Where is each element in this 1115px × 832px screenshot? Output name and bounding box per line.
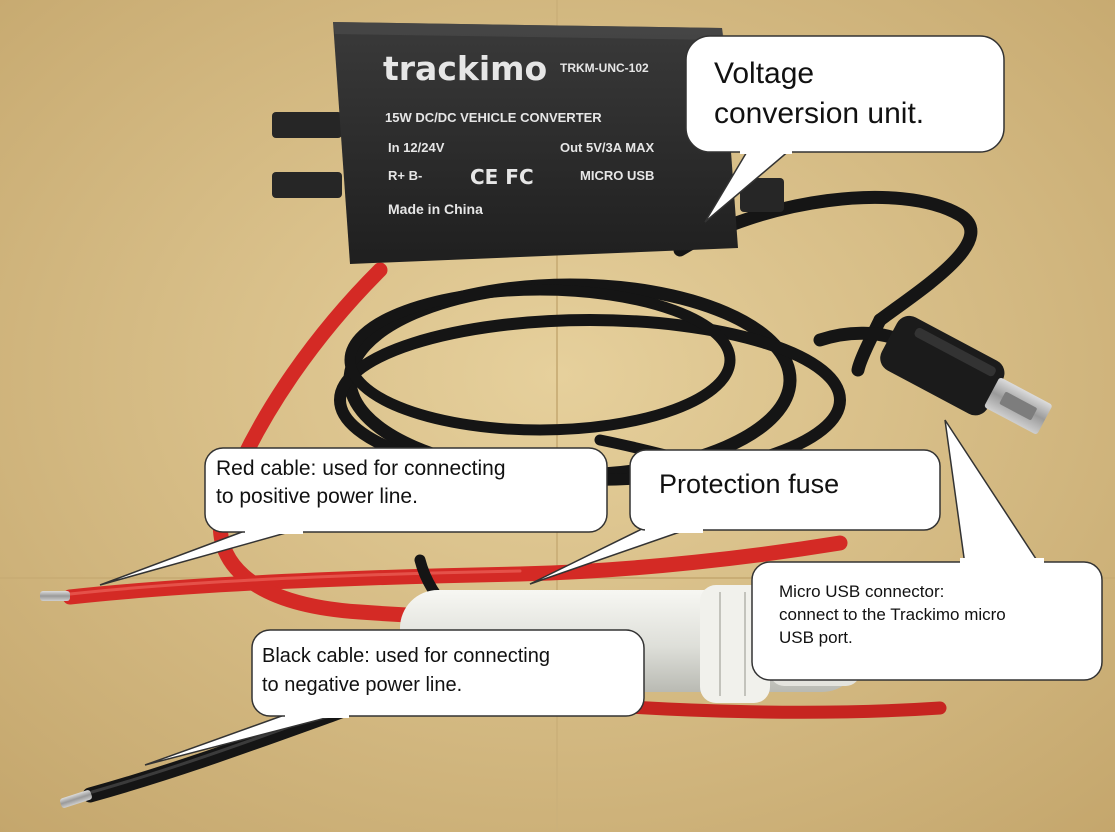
certification-marks: CE FC [470,165,534,189]
black-wire-tip [60,790,92,808]
callout-voltage-bubble [685,35,1005,223]
converter-body [333,22,738,264]
callout-fuse-line1: Protection fuse [659,469,840,499]
callout-fuse-bubble [529,449,941,585]
callout-red-line1: Red cable: used for connecting [216,457,506,480]
model-number: TRKM-UNC-102 [560,61,649,75]
callout-usb-line1: Micro USB connector: [779,582,945,601]
output-type-label: MICRO USB [580,168,654,183]
product-line-label: 15W DC/DC VEHICLE CONVERTER [385,110,602,125]
converter-unit: trackimo TRKM-UNC-102 15W DC/DC VEHICLE … [272,22,784,264]
callout-voltage-line1: Voltage [714,57,815,90]
callout-fuse-text: Protection fuse [659,466,839,502]
callout-black-text: Black cable: used for connecting to nega… [262,642,550,700]
callout-usb-text: Micro USB connector: connect to the Trac… [779,580,1006,649]
callout-usb-line3: USB port. [779,628,853,647]
callout-red-bubble [99,447,608,586]
input-spec: In 12/24V [388,140,445,155]
callout-voltage-line2: conversion unit. [714,97,925,130]
mounting-tab-right [740,178,784,212]
callout-black-bubble [144,629,645,766]
callout-usb-line2: connect to the Trackimo micro [779,605,1006,624]
callout-usb-bubble [751,419,1103,681]
callout-voltage-text: Voltage conversion unit. [714,54,924,134]
red-wire-tip [40,591,70,601]
mounting-tab-upper [272,112,342,138]
callout-black-line1: Black cable: used for connecting [262,645,550,667]
output-spec: Out 5V/3A MAX [560,140,654,155]
brand-logo: trackimo [383,49,547,88]
mounting-tab-lower [272,172,342,198]
callout-black-line2: to negative power line. [262,674,463,696]
polarity-label: R+ B- [388,168,422,183]
origin-label: Made in China [388,201,483,217]
micro-usb-plug [813,315,1052,435]
callout-red-line2: to positive power line. [216,485,418,508]
callout-red-text: Red cable: used for connecting to positi… [216,455,506,511]
